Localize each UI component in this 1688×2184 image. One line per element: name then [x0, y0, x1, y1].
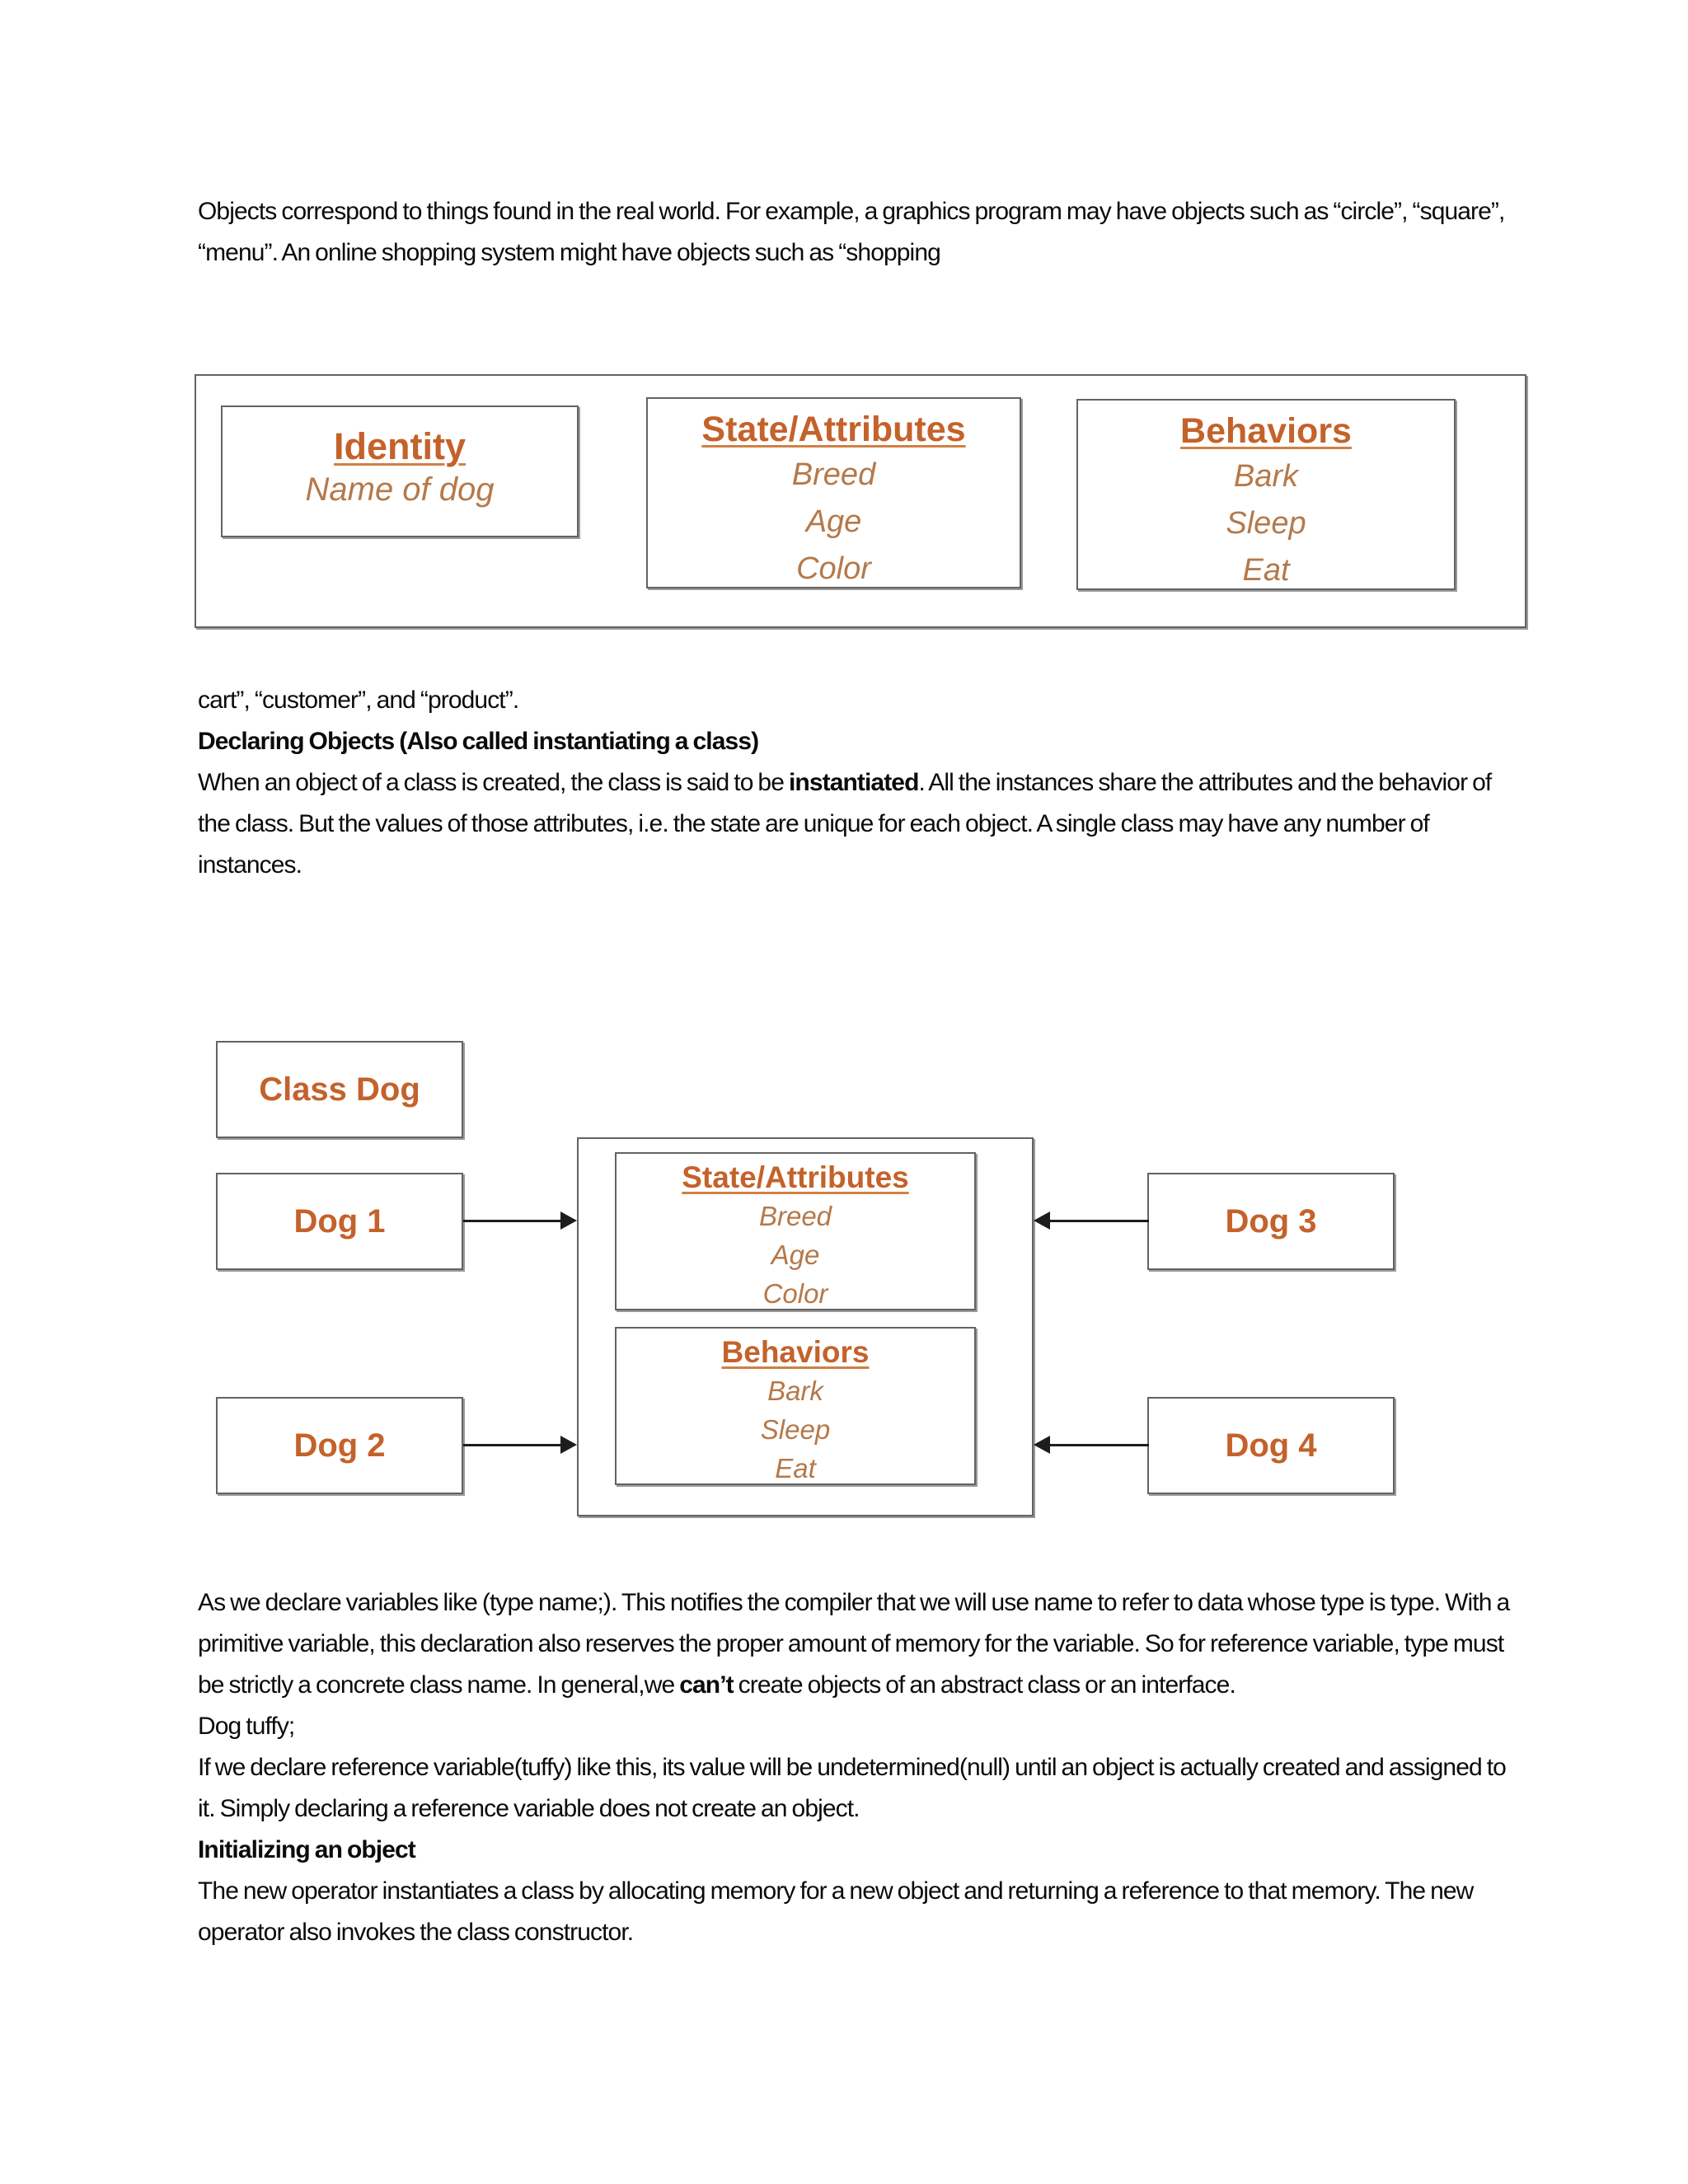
class-behaviors-box: Behaviors Bark Sleep Eat — [615, 1327, 976, 1485]
declare-variables-part-b: create objects of an abstract class or a… — [733, 1671, 1236, 1699]
dog-4-box: Dog 4 — [1147, 1397, 1395, 1494]
dog-2-label: Dog 2 — [293, 1427, 386, 1464]
class-instances-diagram: Class Dog Dog 1 Dog 2 Dog 3 Dog 4 State/… — [198, 1034, 1418, 1529]
declaring-objects-heading: Declaring Objects (Also called instantia… — [198, 728, 759, 755]
class-dog-box: Class Dog — [216, 1041, 463, 1138]
class-dog-label: Class Dog — [259, 1071, 420, 1108]
intro-paragraph-text: Objects correspond to things found in th… — [198, 198, 1505, 266]
state-attributes-item-1: Age — [805, 504, 862, 539]
state-attributes-item-0: Breed — [791, 457, 876, 492]
arrow-dog1-to-class-line — [463, 1220, 562, 1222]
cart-customer-product-line: cart”, “customer”, and “product”. — [198, 687, 519, 714]
object-anatomy-diagram: Identity Name of dog State/Attributes Br… — [195, 374, 1530, 631]
intro-paragraph: Objects correspond to things found in th… — [198, 191, 1525, 274]
declare-variables-paragraph: As we declare variables like (type name;… — [198, 1582, 1525, 1706]
initializing-object-heading: Initializing an object — [198, 1836, 416, 1863]
initializing-object-section: As we declare variables like (type name;… — [198, 1582, 1525, 1953]
class-behaviors-item-1: Sleep — [760, 1414, 831, 1445]
instantiated-paragraph-part-b: . All the instances share the attributes… — [198, 769, 1492, 879]
class-state-attributes-item-2: Color — [762, 1278, 828, 1309]
cant-keyword: can’t — [679, 1671, 734, 1699]
arrow-dog4-to-class-head-icon — [1034, 1436, 1050, 1454]
dog-tuffy-code-line: Dog tuffy; — [198, 1713, 295, 1740]
identity-title: Identity — [333, 425, 466, 467]
arrow-dog4-to-class-line — [1048, 1444, 1149, 1446]
reference-variable-paragraph: If we declare reference variable(tuffy) … — [198, 1754, 1507, 1822]
arrow-dog2-to-class-head-icon — [560, 1436, 577, 1454]
behaviors-box: Behaviors Bark Sleep Eat — [1076, 399, 1456, 590]
instantiated-keyword: instantiated — [788, 769, 919, 796]
class-definition-container: State/Attributes Breed Age Color Behavio… — [577, 1137, 1034, 1516]
class-state-attributes-item-0: Breed — [758, 1201, 832, 1231]
dog-1-box: Dog 1 — [216, 1173, 463, 1270]
class-behaviors-item-0: Bark — [767, 1376, 823, 1406]
behaviors-item-1: Sleep — [1226, 506, 1306, 541]
class-behaviors-item-2: Eat — [775, 1453, 816, 1483]
class-state-attributes-box: State/Attributes Breed Age Color — [615, 1152, 976, 1310]
arrow-dog1-to-class-head-icon — [560, 1212, 577, 1230]
behaviors-item-2: Eat — [1242, 553, 1290, 588]
instantiated-paragraph-part-a: When an object of a class is created, th… — [198, 769, 789, 796]
class-state-attributes-title: State/Attributes — [682, 1160, 909, 1194]
arrow-dog3-to-class-head-icon — [1034, 1212, 1050, 1230]
class-state-attributes-item-1: Age — [771, 1240, 820, 1270]
arrow-dog2-to-class-line — [463, 1444, 562, 1446]
declaring-objects-section: cart”, “customer”, and “product”. Declar… — [198, 680, 1525, 886]
state-attributes-item-2: Color — [796, 551, 871, 586]
dog-3-label: Dog 3 — [1225, 1202, 1317, 1240]
dog-4-label: Dog 4 — [1225, 1427, 1317, 1464]
new-operator-paragraph: The new operator instantiates a class by… — [198, 1877, 1474, 1946]
identity-box: Identity Name of dog — [221, 405, 579, 537]
instantiated-paragraph: When an object of a class is created, th… — [198, 762, 1525, 886]
declare-variables-part-a: As we declare variables like (type name;… — [198, 1589, 1510, 1699]
behaviors-title: Behaviors — [1180, 411, 1352, 451]
behaviors-item-0: Bark — [1233, 459, 1299, 494]
identity-item-0: Name of dog — [305, 471, 495, 508]
state-attributes-title: State/Attributes — [701, 410, 966, 449]
class-behaviors-title: Behaviors — [721, 1335, 870, 1369]
state-attributes-box: State/Attributes Breed Age Color — [646, 397, 1021, 588]
dog-1-label: Dog 1 — [293, 1202, 386, 1240]
dog-2-box: Dog 2 — [216, 1397, 463, 1494]
arrow-dog3-to-class-line — [1048, 1220, 1149, 1222]
dog-3-box: Dog 3 — [1147, 1173, 1395, 1270]
